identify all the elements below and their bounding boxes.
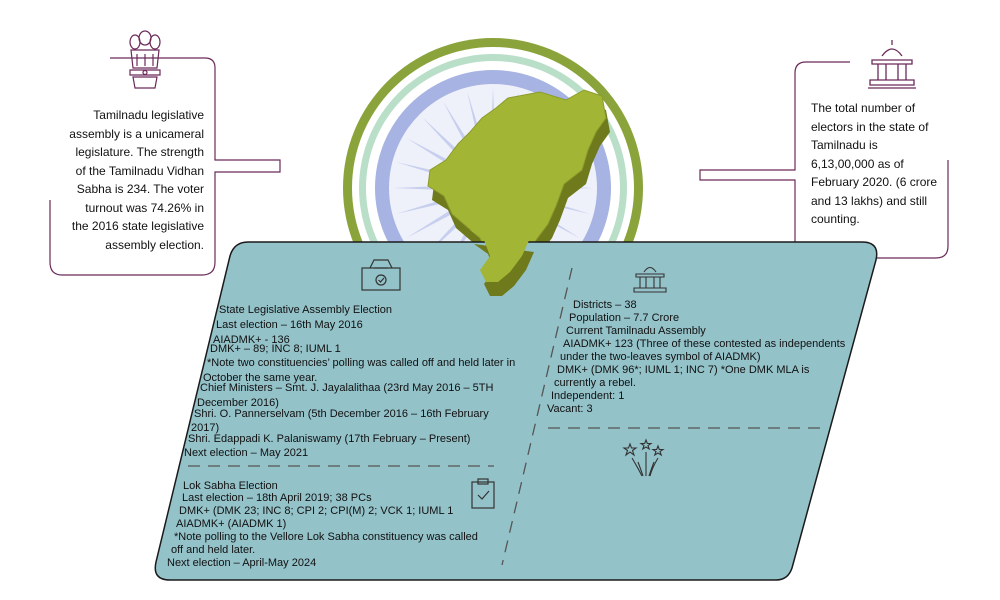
assembly-title: State Legislative Assembly Election — [219, 304, 393, 316]
building-icon — [633, 266, 667, 293]
left-callout-line: turnout was 74.26% in — [85, 200, 204, 215]
info-dmk: DMK+ (DMK 96*; IUML 1; INC 7) *One DMK M… — [557, 364, 810, 376]
info-aiadmk: AIADMK+ 123 (Three of these contested as… — [563, 338, 846, 350]
fireworks-icon — [622, 438, 665, 477]
info-population: Population – 7.7 Crore — [569, 312, 680, 324]
ballot-box-icon — [361, 259, 401, 291]
right-callout-line: Tamilnadu is — [811, 138, 878, 152]
right-callout-line: and 13 lakhs) and still — [811, 193, 928, 208]
right-callout-line: The total number of — [811, 101, 916, 115]
emblem-icon — [129, 30, 161, 89]
assembly-cm-1: Chief Ministers – Smt. J. Jayalalithaa (… — [200, 382, 494, 394]
loksabha-note: *Note polling to the Vellore Lok Sabha c… — [174, 531, 478, 543]
right-callout-line: February 2020. (6 crore — [811, 175, 938, 189]
info-dmk-cont: currently a rebel. — [554, 377, 636, 389]
info-districts: Districts – 38 — [573, 299, 637, 311]
info-vacant: Vacant: 3 — [547, 403, 593, 415]
left-callout-line: Sabha is 234. The voter — [76, 182, 204, 196]
left-connector — [49, 57, 281, 276]
assembly-cm-1-cont: December 2016) — [197, 397, 279, 409]
right-callout-line: electors in the state of — [811, 119, 929, 134]
loksabha-last-election: Last election – 18th April 2019; 38 PCs — [182, 492, 372, 504]
info-independent: Independent: 1 — [551, 390, 625, 402]
right-callout-line: counting. — [811, 212, 860, 226]
assembly-last-election: Last election – 16th May 2016 — [216, 319, 363, 331]
left-callout-line: legislature. The strength — [75, 145, 204, 159]
assembly-note: *Note two constituencies’ polling was ca… — [207, 357, 516, 369]
assembly-note-cont: October the same year. — [203, 372, 318, 384]
left-callout-line: assembly election. — [105, 237, 204, 252]
loksabha-dmk: DMK+ (DMK 23; INC 8; CPI 2; CPI(M) 2; VC… — [179, 505, 454, 517]
loksabha-title: Lok Sabha Election — [183, 480, 278, 492]
assembly-cm-2: Shri. O. Pannerselvam (5th December 2016… — [194, 408, 489, 420]
vertical-divider — [501, 267, 573, 566]
assembly-cm-2-cont: 2017) — [191, 422, 220, 434]
left-callout-line: the 2016 state legislative — [71, 219, 204, 233]
left-callout-line: assembly is a unicameral — [69, 126, 204, 141]
clipboard-check-icon — [471, 478, 495, 509]
ring-spoke — [406, 205, 460, 238]
assembly-cm-3: Shri. Edappadi K. Palaniswamy (17th Febr… — [188, 433, 471, 445]
parliament-icon — [868, 40, 916, 89]
assembly-aiadmk: AIADMK+ - 136 — [213, 334, 290, 346]
loksabha-aiadmk: AIADMK+ (AIADMK 1) — [176, 518, 287, 530]
assembly-next-election: Next election – May 2021 — [184, 447, 309, 459]
left-callout: Tamilnadu legislative assembly is a unic… — [69, 106, 204, 254]
loksabha-next-election: Next election – April-May 2024 — [167, 557, 317, 569]
right-callout: The total number of electors in the stat… — [811, 99, 937, 229]
info-current-assembly: Current Tamilnadu Assembly — [566, 325, 706, 337]
left-callout-line: of the Tamilnadu Vidhan — [75, 163, 204, 178]
info-aiadmk-cont: under the two-leaves symbol of AIADMK) — [560, 351, 761, 363]
right-callout-line: 6,13,00,000 as of — [811, 156, 904, 171]
assembly-dmk: DMK+ – 89; INC 8; IUML 1 — [210, 343, 341, 355]
loksabha-note-cont: off and held later. — [171, 544, 256, 556]
left-callout-line: Tamilnadu legislative — [93, 108, 204, 122]
